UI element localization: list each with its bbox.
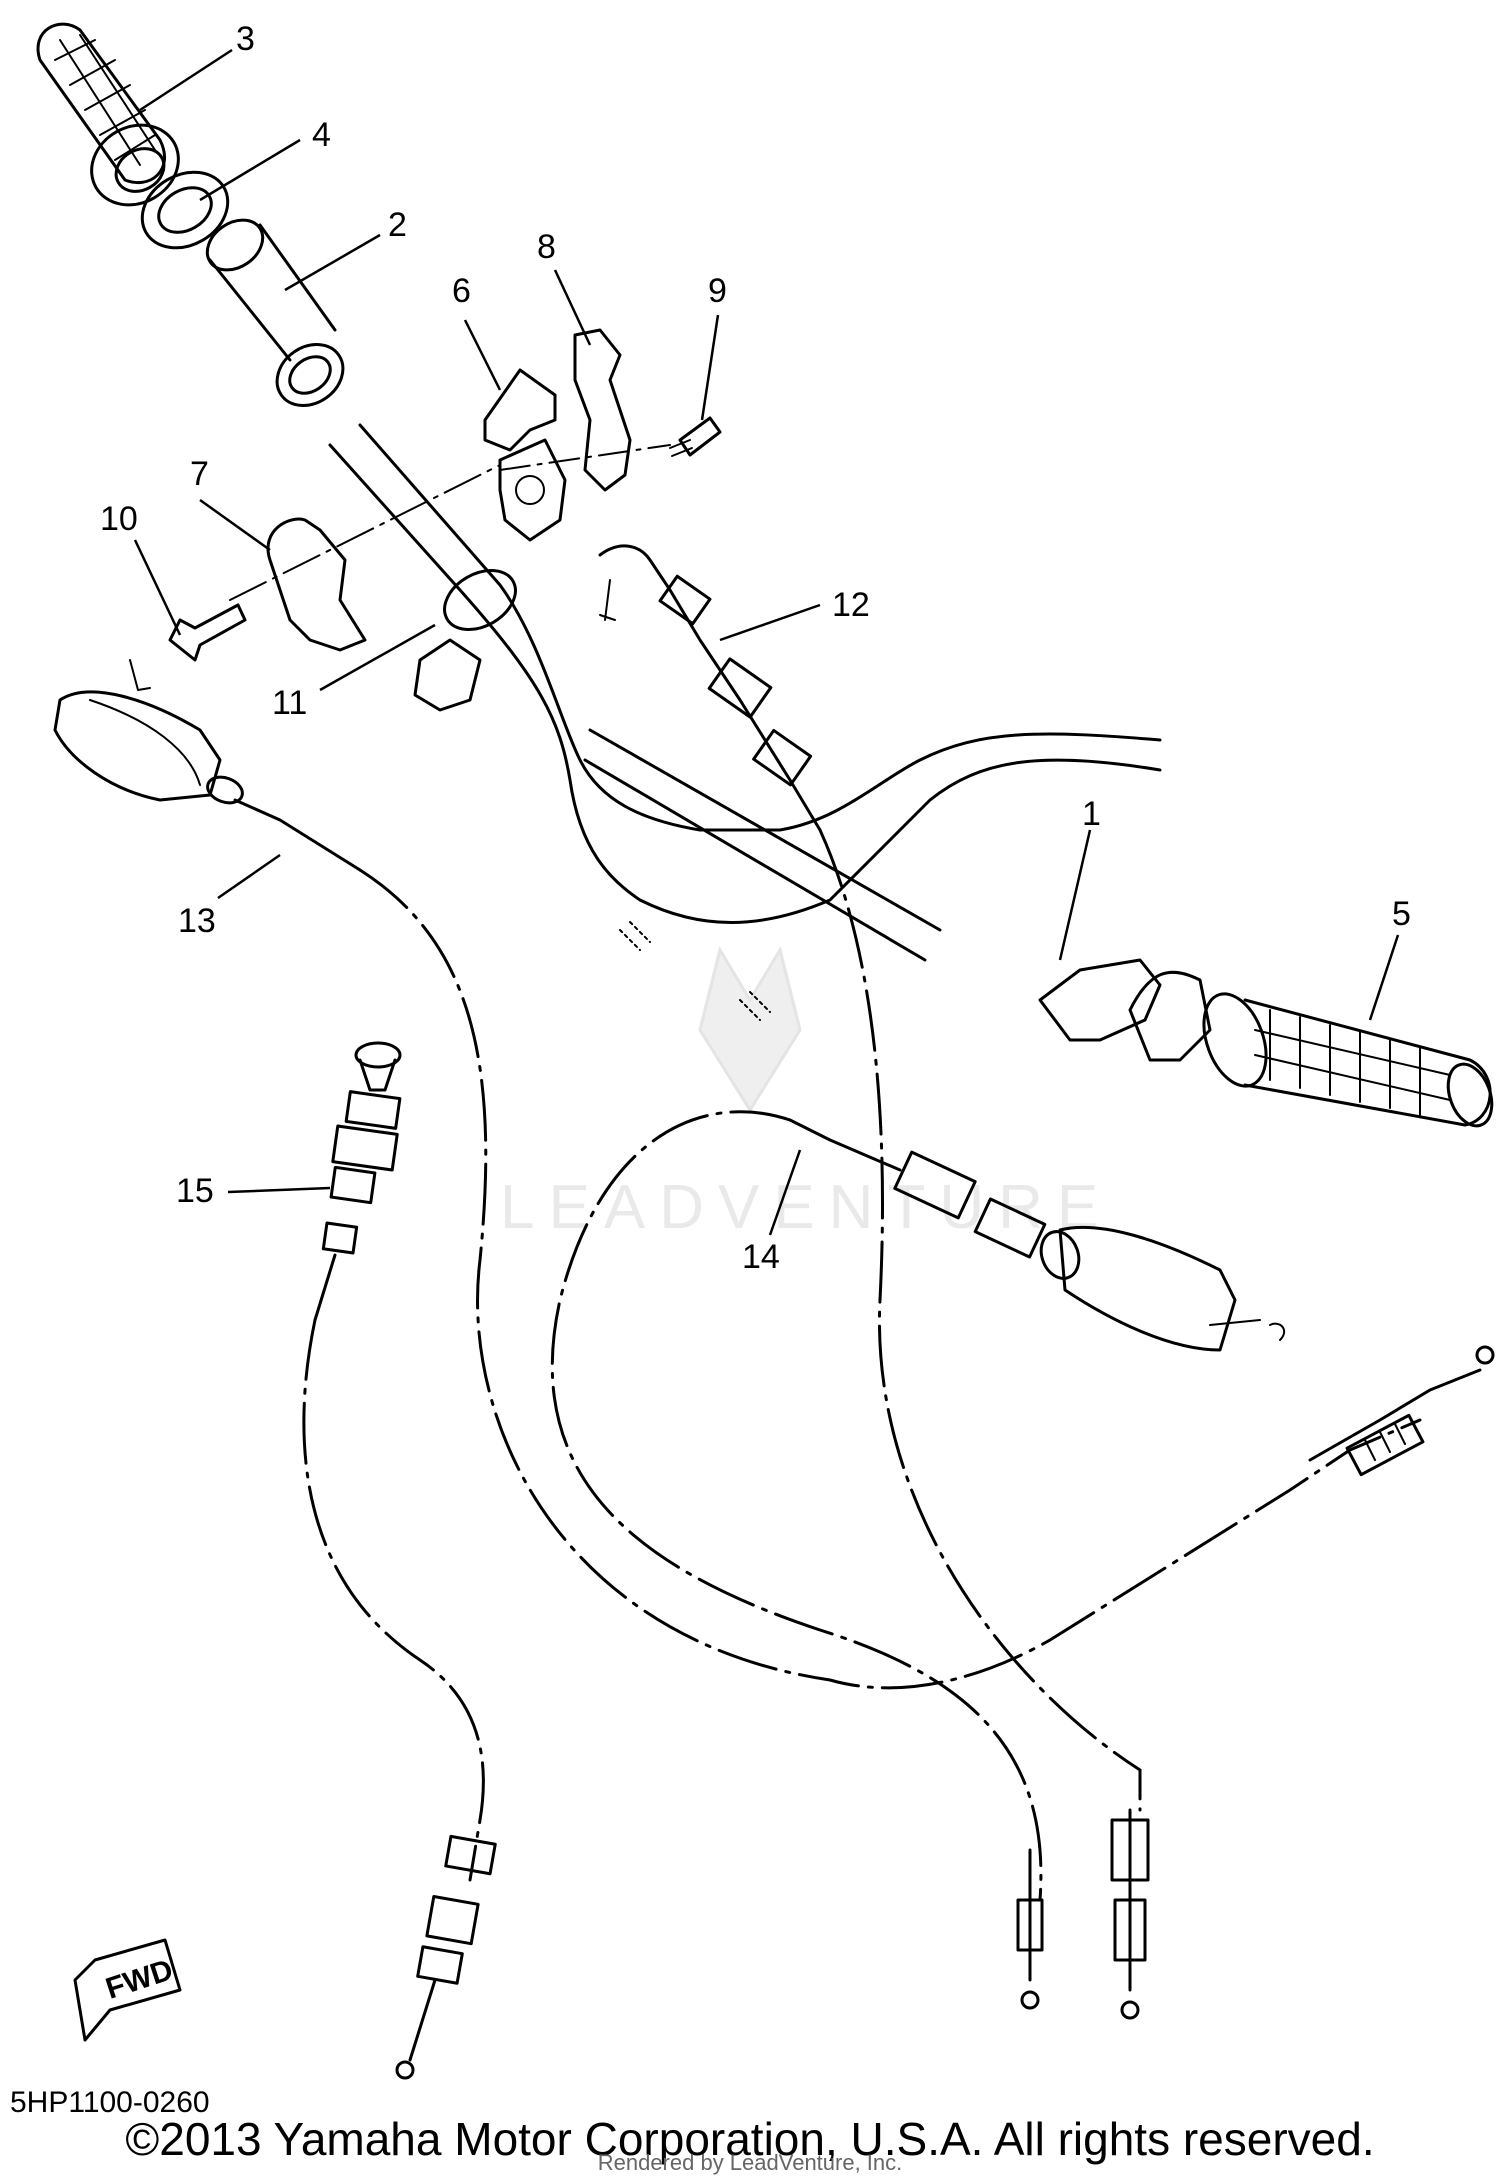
cable-clamp [413, 638, 482, 712]
fwd-arrow: FWD [73, 1938, 182, 2042]
cable-end-14 [1016, 1808, 1150, 2020]
rendered-by-notice: Rendered by LeadVenture, Inc. [597, 2150, 903, 2175]
clutch-cable-end [1308, 1345, 1495, 1477]
part-label-1: 1 [1082, 795, 1101, 833]
part-label-12: 12 [832, 586, 870, 624]
part-label-6: 6 [452, 272, 471, 310]
fwd-label: FWD [102, 1953, 177, 2005]
lever-assembly-14 [788, 1118, 1286, 1352]
part-label-15: 15 [176, 1172, 214, 1210]
screw [669, 416, 722, 457]
bolt [168, 603, 247, 662]
watermark-text: LEADVENTURE [500, 1173, 1112, 1242]
right-grip [1038, 958, 1494, 1128]
choke-knob-assembly [313, 1041, 402, 1322]
leader-lines [133, 48, 1400, 1236]
bracket-plate [573, 328, 632, 492]
part-label-13: 13 [178, 902, 216, 940]
part-label-8: 8 [537, 228, 556, 266]
handlebar [328, 423, 1162, 1021]
throttle-cable-run [818, 828, 1142, 1812]
choke-cable-run [302, 1318, 485, 1882]
grip-ring [140, 170, 230, 250]
part-label-3: 3 [236, 20, 255, 58]
clutch-cable-run [358, 868, 1422, 1690]
part-label-2: 2 [388, 206, 407, 244]
part-labels: 1 2 3 4 5 6 7 8 9 10 11 12 13 14 15 [100, 20, 1411, 1276]
throttle-housing-lower [266, 517, 367, 652]
part-label-7: 7 [190, 455, 209, 493]
part-label-14: 14 [742, 1238, 780, 1276]
throttle-cable [598, 544, 822, 832]
watermark: LEADVENTURE [500, 946, 1112, 1242]
part-label-5: 5 [1392, 895, 1411, 933]
clutch-lever-assembly [53, 659, 362, 872]
part-label-11: 11 [272, 684, 307, 722]
throttle-tube [205, 218, 345, 407]
throttle-housing-upper [483, 368, 567, 542]
part-label-9: 9 [708, 272, 727, 310]
part-label-10: 10 [100, 500, 138, 538]
choke-cable-end [395, 1834, 497, 2080]
copyright-notice: ©2013 Yamaha Motor Corporation, U.S.A. A… [125, 2113, 1375, 2165]
diagram-code: 5HP1100-0260 [10, 2086, 210, 2119]
left-grip [36, 22, 180, 207]
part-label-4: 4 [312, 116, 331, 154]
